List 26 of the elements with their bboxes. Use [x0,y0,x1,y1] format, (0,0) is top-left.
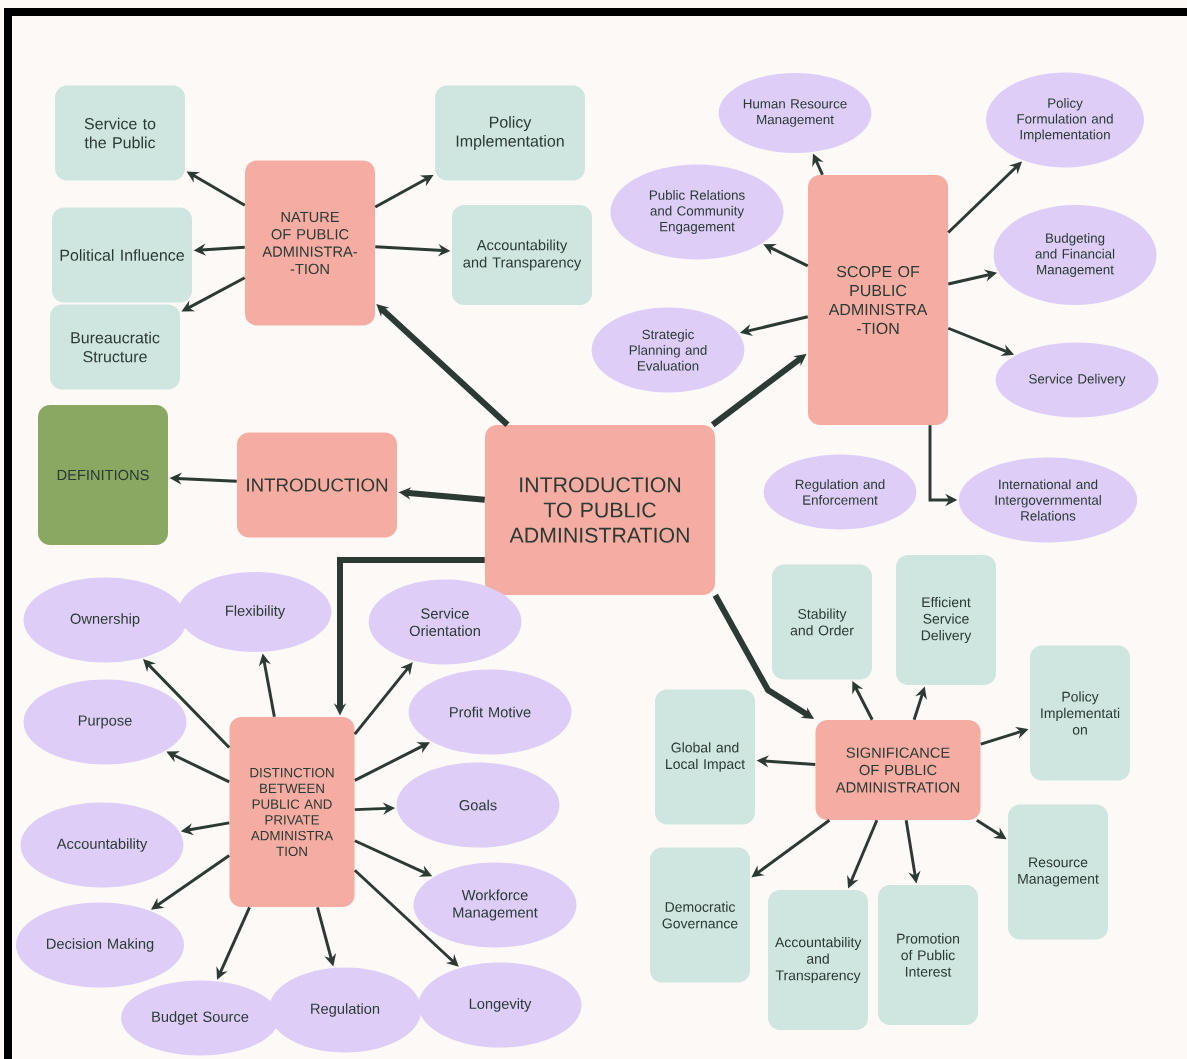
central-topic-box: INTRODUCTION TO PUBLIC ADMINISTRATION [485,425,715,595]
topic-box: INTRODUCTION [237,432,397,538]
arrow [353,869,459,967]
subtopic-box: Policy Implementati on [1030,645,1130,781]
subtopic-box: Accountability and Transparency [768,890,868,1030]
arrow [947,161,1022,234]
node-label: Bureaucratic Structure [71,331,160,363]
subtopic-box: Efficient Service Delivery [896,555,996,685]
subtopic-box: Accountability and Transparency [452,205,592,305]
node-label: Political Influence [60,249,184,261]
subtopic-box: Resource Management [1008,804,1108,940]
subtopic-box: Stability and Order [772,564,872,680]
topic-box: DISTINCTION BETWEEN PUBLIC AND PRIVATE ADMINISTRA TION [229,717,355,907]
topic-box: NATURE OF PUBLIC ADMINISTRA- -TION [245,160,375,326]
arrow [353,662,413,735]
subtopic-box: Policy Implementation [435,85,585,181]
definition-box: DEFINITIONS [38,405,168,545]
subtopic-box: Bureaucratic Structure [50,304,180,390]
arrow [143,659,231,749]
subtopic-box: Promotion of Public Interest [878,885,978,1025]
subtopic-box: Democratic Governance [650,847,750,983]
subtopic-box: Political Influence [52,207,192,303]
topic-box: SIGNIFICANCE OF PUBLIC ADMINISTRATION [815,720,981,820]
subtopic-box: Global and Local Impact [655,689,755,825]
topic-box: SCOPE OF PUBLIC ADMINISTRA -TION [808,175,948,425]
subtopic-box: Service to the Public [55,85,185,181]
